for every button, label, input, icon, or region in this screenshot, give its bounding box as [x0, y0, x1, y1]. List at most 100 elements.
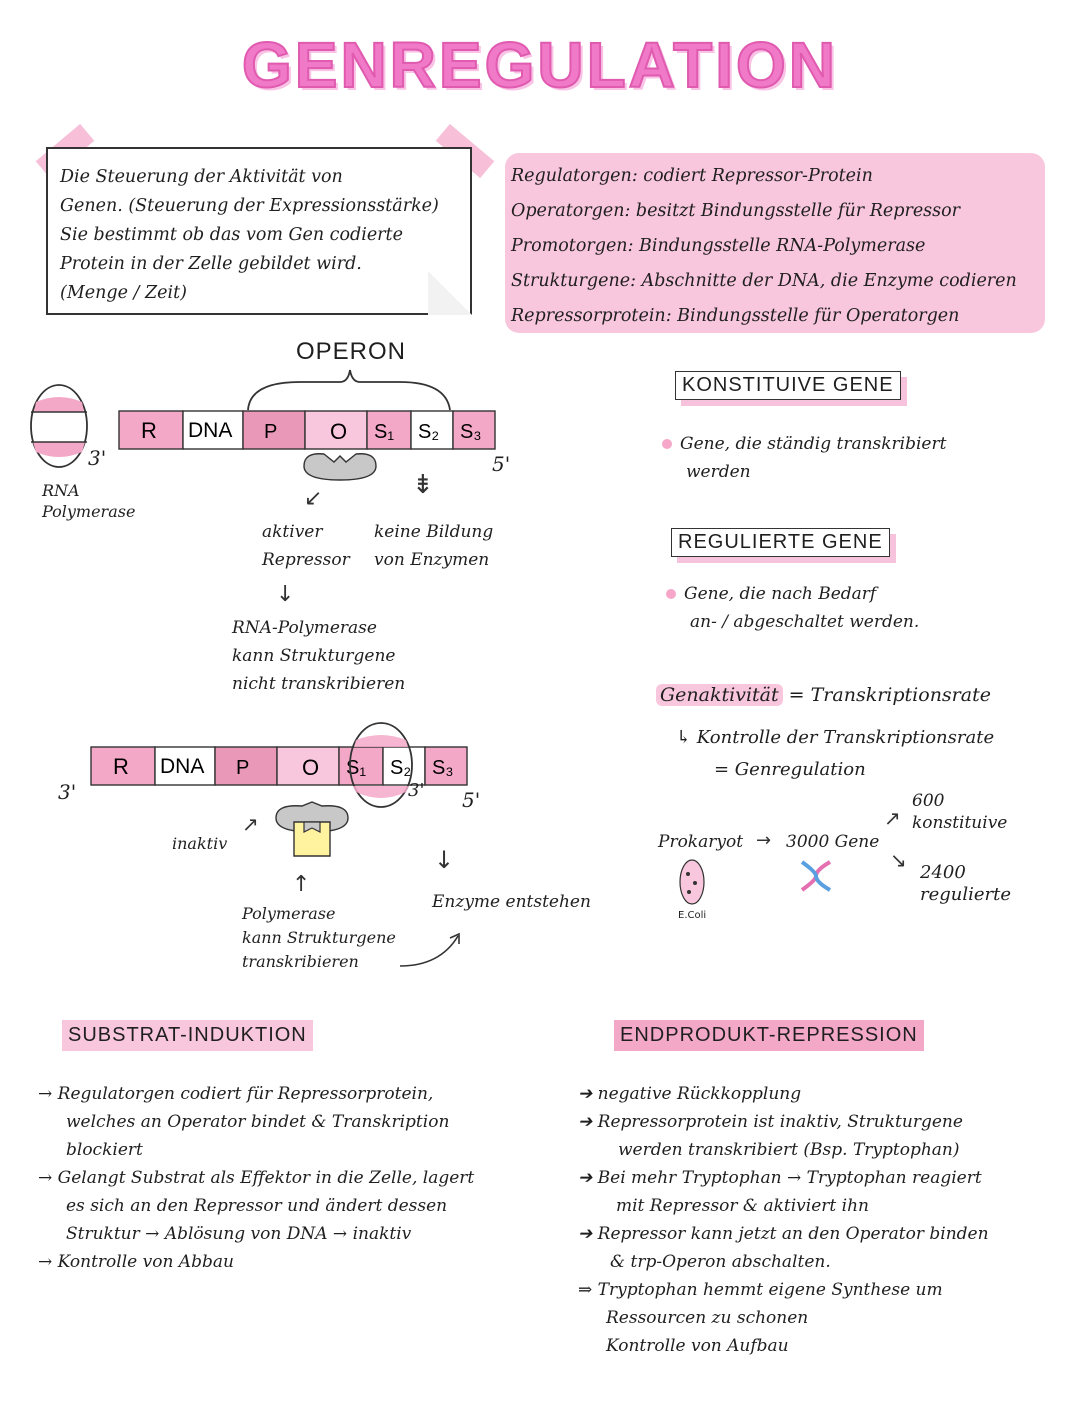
arrow-icon: ↙ [304, 486, 323, 511]
prime-5-label: 5' [462, 788, 481, 812]
text-line: blockiert [66, 1140, 143, 1160]
segment-s2: S₂ [390, 757, 411, 779]
text-line: Gene, die nach Bedarf [684, 584, 877, 604]
rna-polymerase-drawing [349, 722, 413, 808]
label-line: transkribieren [242, 952, 359, 971]
regulated-text: Gene, die nach Bedarf an- / abgeschaltet… [666, 580, 919, 636]
text-line: welches an Operator bindet & Transkripti… [66, 1112, 450, 1132]
text-line: an- / abgeschaltet werden. [690, 612, 920, 632]
prime-3-label-small: 3' [408, 780, 425, 801]
label-line: kann Strukturgene [232, 646, 396, 666]
text-line: ⇒ Tryptophan hemmt eigene Synthese um [578, 1280, 943, 1300]
text-line: ➔ Repressor kann jetzt an den Operator b… [578, 1224, 989, 1244]
gene-activity-regulation: = Genregulation [714, 759, 866, 780]
label-line: nicht transkribieren [232, 674, 406, 694]
prime-3-label: 3' [88, 446, 107, 470]
gene-count: 3000 Gene [786, 832, 880, 852]
induction-heading: SUBSTRAT-INDUKTION [62, 1020, 313, 1051]
operon-brace [247, 369, 451, 411]
text-line: es sich an den Repressor und ändert dess… [66, 1196, 448, 1216]
repression-heading: ENDPRODUKT-REPRESSION [614, 1020, 924, 1051]
dna-strip-bottom: R DNA P O S₁ S₂ S₃ [90, 746, 468, 786]
text-line: ➔ Repressorprotein ist inaktiv, Struktur… [578, 1112, 963, 1132]
term-row: Strukturgene: Abschnitte der DNA, die En… [511, 264, 1045, 299]
text-line: → Kontrolle von Abbau [38, 1252, 234, 1272]
text-line: werden [686, 462, 751, 482]
prime-5-label: 5' [492, 452, 511, 476]
term-name: Strukturgene [511, 271, 631, 291]
segment-o: O [302, 755, 319, 780]
text-line: Ressourcen zu schonen [606, 1308, 809, 1328]
text-line: Struktur → Ablösung von DNA → inaktiv [66, 1224, 412, 1244]
term-name: Operatorgen [511, 201, 625, 221]
arrow-up-icon: ↑ [292, 872, 311, 897]
label-line: RNA-Polymerase [232, 618, 377, 638]
arrow-down-icon: ↓ [276, 582, 295, 607]
text-line: Gene, die ständig transkribiert [680, 434, 947, 454]
segment-s2: S₂ [418, 421, 439, 443]
segment-s3: S₃ [460, 421, 481, 443]
term-desc: : Abschnitte der DNA, die Enzyme codiere… [630, 271, 1017, 291]
induction-text: → Regulatorgen codiert für Repressorprot… [38, 1080, 474, 1276]
repression-text: ➔ negative Rückkopplung ➔ Repressorprote… [578, 1080, 989, 1360]
gene-activity-control: ↳ Kontrolle der Transkriptionsrate [676, 727, 995, 748]
arrow-down-right-icon: ↘ [890, 848, 907, 872]
label-line: kann Strukturgene [242, 928, 396, 947]
segment-o: O [330, 419, 347, 444]
label-line: RNA [42, 481, 80, 500]
arrow-up-right-icon: ↗ [884, 806, 901, 830]
regulated-count-block: 2400 regulierte [920, 862, 1011, 906]
term-desc: : Bindungsstelle RNA-Polymerase [627, 236, 926, 256]
text-line: ➔ negative Rückkopplung [578, 1084, 802, 1104]
label-line: Polymerase [42, 502, 136, 521]
segment-dna: DNA [160, 755, 204, 778]
polymerase-can-text: Polymerase kann Strukturgene transkribie… [242, 902, 396, 974]
term-row: Promotorgen: Bindungsstelle RNA-Polymera… [511, 229, 1045, 264]
prime-3-label: 3' [58, 780, 77, 804]
inactive-repressor-shape [275, 801, 349, 857]
active-repressor-shape [303, 453, 377, 481]
arrow-icon: ↗ [242, 812, 259, 836]
page-fold [428, 271, 472, 315]
curved-arrow-icon [399, 932, 460, 967]
ecoli-label: E.Coli [678, 910, 707, 921]
text-line: Kontrolle von Aufbau [606, 1336, 789, 1356]
enzymes-form-label: Enzyme entstehen [432, 892, 591, 912]
segment-r: R [141, 418, 157, 443]
text-line: → Gelangt Substrat als Effektor in die Z… [38, 1168, 475, 1188]
definition-line: Genen. (Steuerung der Expressionsstärke) [60, 196, 439, 216]
constitutive-count-block: 600 konstituive [912, 790, 1007, 834]
segment-p: P [264, 421, 277, 443]
segment-s3: S₃ [432, 757, 453, 779]
inactive-label: inaktiv [172, 834, 228, 853]
page-title: GENREGULATION [241, 28, 839, 102]
term-desc: : besitzt Bindungsstelle für Repressor [624, 201, 961, 221]
no-enzymes-label: keine Bildung von Enzymen [374, 518, 493, 574]
rna-polymerase-drawing [30, 384, 88, 468]
term-row: Regulatorgen: codiert Repressor-Protein [511, 159, 1045, 194]
gene-activity-line: Genaktivität = Transkriptionsrate [656, 684, 991, 706]
label-line: aktiver [262, 522, 323, 542]
definition-line: Sie bestimmt ob das vom Gen codierte [60, 225, 403, 245]
regulated-count: 2400 [920, 862, 966, 883]
label-line: Repressor [262, 550, 350, 570]
regulated-count-label: regulierte [920, 884, 1012, 905]
dna-strip-top: R DNA P O S₁ S₂ S₃ [118, 410, 496, 450]
gene-activity-label: Genaktivität [656, 684, 783, 706]
label-line: von Enzymen [374, 550, 490, 570]
constitutive-count-label: konstituive [912, 813, 1008, 833]
term-name: Repressorprotein [511, 306, 666, 326]
regulated-heading: REGULIERTE GENE [671, 528, 890, 557]
term-desc: : Bindungsstelle für Operatorgen [665, 306, 960, 326]
text-line: → Regulatorgen codiert für Repressorprot… [38, 1084, 434, 1104]
operon-heading: OPERON [296, 338, 407, 365]
bacterium-icon [679, 859, 705, 905]
label-line: Polymerase [242, 904, 336, 923]
constitutive-text: Gene, die ständig transkribiert werden [662, 430, 946, 486]
prokaryote-label: Prokaryot [658, 832, 744, 852]
text-line: ➔ Bei mehr Tryptophan → Tryptophan reagi… [578, 1168, 982, 1188]
arrow-right-icon: → [756, 830, 772, 851]
bullet-icon [666, 589, 676, 599]
definition-line: Die Steuerung der Aktivität von [60, 167, 343, 187]
gene-activity-eq: = Transkriptionsrate [788, 684, 991, 706]
